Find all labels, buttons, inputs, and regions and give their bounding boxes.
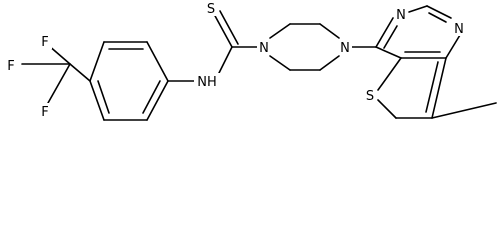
bond-pyr-6 (375, 46, 402, 59)
bond-cf3-ring (69, 63, 91, 82)
bond-pyr-1-inner (383, 25, 398, 49)
atom-label-f-top: F (41, 35, 48, 50)
atom-label-f-bottom: F (41, 105, 48, 120)
bond-pip-3 (319, 23, 340, 39)
atom-label-n-pyr-top: N (396, 8, 406, 23)
bond-thio-4 (431, 57, 447, 119)
bond-benz-3 (146, 41, 169, 82)
bond-benz-inner-3 (97, 80, 110, 114)
bond-pip-6 (269, 55, 291, 71)
bond-thio-4-inner (425, 61, 439, 113)
atom-label-s-thio: S (207, 2, 215, 17)
bond-benz-inner-2 (142, 80, 161, 114)
bond-pyr-3-inner (428, 12, 447, 23)
bond-cs-double-a (213, 13, 233, 48)
molecule-diagram: S NH N N N N S F F F (4, 1, 497, 121)
atom-label-n-pyr-right: N (454, 22, 464, 37)
bond-benz-6 (89, 80, 105, 121)
atom-label-n-pip1: N (259, 41, 269, 56)
atom-label-layer: S NH N N N N S F F F (4, 1, 466, 120)
bond-cs-double-b (219, 10, 239, 45)
bond-thio-1 (377, 57, 402, 91)
bond-pyr-1 (375, 17, 394, 48)
bond-pip-4 (319, 55, 340, 71)
bond-pip-1 (269, 23, 291, 39)
bond-pyr-4 (445, 34, 461, 59)
bond-layer (21, 5, 497, 121)
atom-label-nh: NH (197, 75, 217, 90)
bond-benz-1 (89, 41, 105, 82)
structure-drawing: S NH N N N N S F F F (4, 1, 497, 121)
bond-methyl (431, 102, 497, 119)
atom-label-f-left: F (7, 59, 14, 74)
bond-pyr-3 (426, 5, 452, 19)
atom-label-s-ring: S (366, 89, 374, 104)
bond-thio-2 (377, 99, 397, 119)
bond-benz-4 (146, 80, 169, 121)
bond-nh-cs (217, 46, 233, 76)
bond-pyr-2 (408, 5, 428, 13)
bond-c-f-bottom (47, 63, 71, 104)
atom-label-n-pip2: N (340, 41, 350, 56)
